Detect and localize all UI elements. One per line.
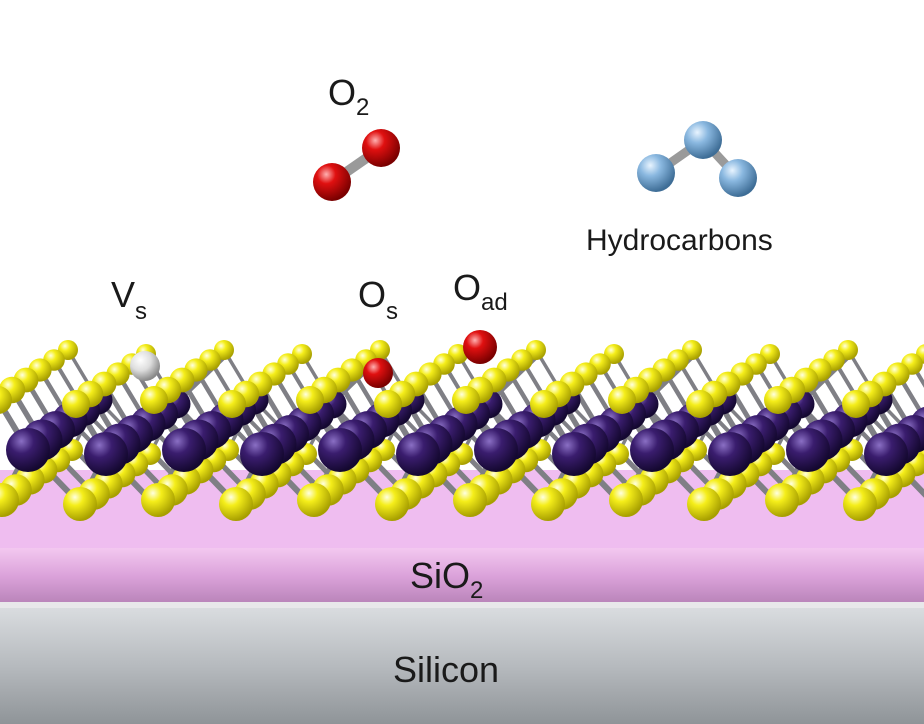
sulfur-atom-icon xyxy=(764,386,792,414)
sulfur-atom-icon xyxy=(530,390,558,418)
oad-label: Oad xyxy=(453,267,508,316)
os-label: Os xyxy=(358,274,398,325)
sulfur-atom-icon xyxy=(608,386,636,414)
silicon-layer xyxy=(0,608,924,724)
defects xyxy=(130,330,497,388)
sio2-layer xyxy=(0,548,924,604)
sulfur-atom-icon xyxy=(63,487,97,521)
sio2-label: SiO2 xyxy=(410,555,483,604)
sulfur-atom-icon xyxy=(687,487,721,521)
metal-atom-icon xyxy=(6,428,50,472)
silicon-label: Silicon xyxy=(393,649,499,690)
metal-atom-icon xyxy=(84,432,128,476)
mos2-lattice xyxy=(0,340,924,521)
lattice-atoms xyxy=(0,340,924,521)
sulfur-atom-icon xyxy=(843,487,877,521)
oxygen-substitution-atom-icon xyxy=(363,358,393,388)
metal-atom-icon xyxy=(318,428,362,472)
sulfur-atom-icon xyxy=(452,386,480,414)
metal-atom-icon xyxy=(474,428,518,472)
sulfur-atom-icon xyxy=(0,386,12,414)
sulfur-atom-icon xyxy=(453,483,487,517)
metal-atom-icon xyxy=(396,432,440,476)
hydrocarbons-label: Hydrocarbons xyxy=(586,224,773,257)
sulfur-vacancy-atom-icon xyxy=(130,351,160,381)
substrate xyxy=(0,470,924,724)
sulfur-atom-icon xyxy=(218,390,246,418)
metal-atom-icon xyxy=(630,428,674,472)
silicon-top-edge xyxy=(0,602,924,608)
sulfur-atom-icon xyxy=(842,390,870,418)
metal-atom-icon xyxy=(786,428,830,472)
metal-atom-icon xyxy=(240,432,284,476)
sulfur-atom-icon xyxy=(0,483,19,517)
sulfur-atom-icon xyxy=(141,483,175,517)
vs-label: Vs xyxy=(111,274,147,325)
sulfur-atom-icon xyxy=(297,483,331,517)
sulfur-atom-icon xyxy=(62,390,90,418)
sulfur-atom-icon xyxy=(375,487,409,521)
sulfur-atom-icon xyxy=(686,390,714,418)
oxygen-adatom-icon xyxy=(463,330,497,364)
metal-atom-icon xyxy=(162,428,206,472)
metal-atom-icon xyxy=(864,432,908,476)
hydrocarbon-molecule-icon xyxy=(637,121,757,197)
sulfur-atom-icon xyxy=(140,386,168,414)
sulfur-atom-icon xyxy=(609,483,643,517)
sulfur-atom-icon xyxy=(765,483,799,517)
sulfur-atom-icon xyxy=(219,487,253,521)
sulfur-atom-icon xyxy=(296,386,324,414)
o2-molecule-icon xyxy=(313,129,400,201)
metal-atom-icon xyxy=(552,432,596,476)
metal-atom-icon xyxy=(708,432,752,476)
sulfur-atom-icon xyxy=(374,390,402,418)
o2-label: O2 xyxy=(328,72,369,121)
sulfur-atom-icon xyxy=(531,487,565,521)
